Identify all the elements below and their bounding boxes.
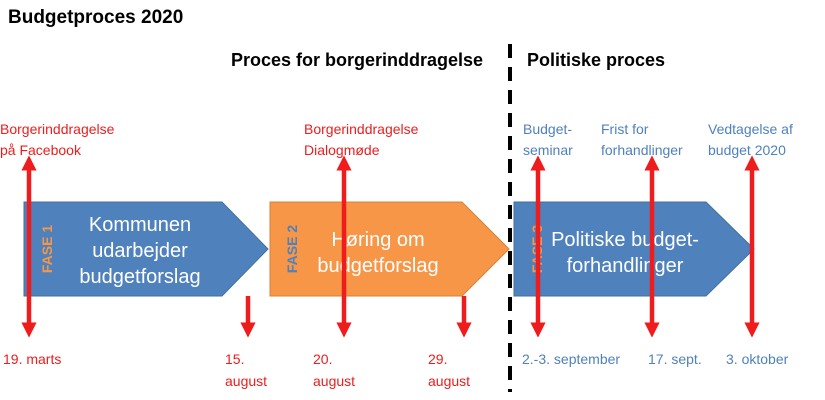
phase-1-fase-label: FASE 1 bbox=[39, 225, 55, 273]
event-label-line: på Facebook bbox=[0, 142, 81, 158]
event-label-borgerinddragelse-dialogmode: Borgerinddragelse Dialogmøde bbox=[304, 119, 418, 161]
phase-2-fase-label: FASE 2 bbox=[284, 225, 300, 273]
phase-3-text-line-2: forhandlinger bbox=[567, 255, 684, 277]
event-label-line: budget 2020 bbox=[708, 142, 786, 158]
date-label-line: 19. marts bbox=[3, 351, 62, 367]
event-label-line: Borgerinddragelse bbox=[304, 121, 419, 137]
date-label-line: august bbox=[313, 373, 356, 389]
event-label-line: Budget- bbox=[523, 121, 573, 137]
date-label-29-august: 29. august bbox=[428, 348, 470, 392]
phase-2-chevron bbox=[269, 201, 510, 297]
event-label-line: seminar bbox=[523, 142, 573, 158]
date-label-2-3-september: 2.-3. september bbox=[522, 348, 620, 370]
date-label-line: 29. bbox=[428, 351, 448, 367]
phase-3-text-line-1: Politiske budget- bbox=[551, 229, 699, 251]
event-label-frist-for-forhandlinger: Frist for forhandlinger bbox=[601, 119, 683, 161]
date-label-line: 15. bbox=[225, 351, 245, 367]
section-header-politiske-proces: Politiske proces bbox=[527, 50, 666, 70]
event-label-line: Dialogmøde bbox=[304, 142, 380, 158]
event-label-line: Frist for bbox=[601, 121, 649, 137]
phase-1-text-line-1: Kommunen bbox=[89, 214, 191, 236]
event-label-vedtagelse: Vedtagelse af budget 2020 bbox=[708, 119, 793, 161]
date-label-15-august: 15. august bbox=[225, 348, 267, 392]
event-label-line: Borgerinddragelse bbox=[0, 121, 115, 137]
date-label-line: 3. oktober bbox=[726, 351, 789, 367]
phase-2-text-line-2: budgetforslag bbox=[317, 255, 438, 277]
date-label-line: august bbox=[225, 373, 268, 389]
section-header-borgerinddragelse: Proces for borgerinddragelse bbox=[231, 50, 484, 70]
phase-1-text-line-3: budgetforslag bbox=[79, 266, 200, 288]
date-label-17-sept: 17. sept. bbox=[648, 348, 702, 370]
event-label-line: forhandlinger bbox=[601, 142, 683, 158]
diagram-title: Budgetproces 2020 bbox=[8, 7, 184, 28]
date-label-20-august: 20. august bbox=[313, 348, 355, 392]
date-label-19-marts: 19. marts bbox=[3, 348, 61, 370]
date-label-3-oktober: 3. oktober bbox=[726, 348, 788, 370]
event-label-borgerinddragelse-facebook: Borgerinddragelse på Facebook bbox=[0, 119, 114, 161]
date-label-line: august bbox=[428, 373, 471, 389]
phase-2-text-line-1: Høring om bbox=[331, 229, 424, 251]
phase-1-text-line-2: udarbejder bbox=[92, 240, 188, 262]
phase-3-chevron bbox=[513, 201, 755, 297]
event-label-line: Vedtagelse af bbox=[708, 121, 793, 137]
date-label-line: 17. sept. bbox=[648, 351, 702, 367]
date-label-line: 20. bbox=[313, 351, 333, 367]
date-label-line: 2.-3. september bbox=[522, 351, 621, 367]
event-label-budgetseminar: Budget- seminar bbox=[523, 119, 573, 161]
